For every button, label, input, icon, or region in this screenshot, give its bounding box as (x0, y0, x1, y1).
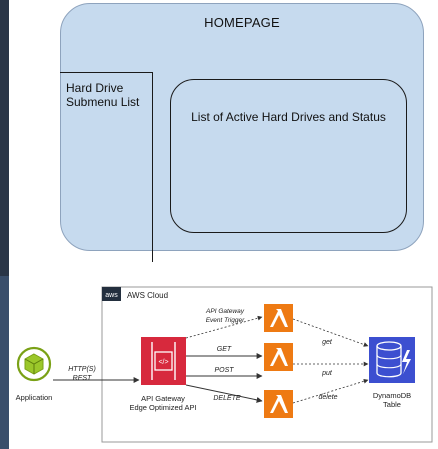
delete-edge-label: DELETE (213, 395, 241, 402)
api-gateway-icon: </> (141, 337, 186, 385)
homepage-title: HOMEPAGE (204, 15, 280, 30)
api-gateway-label-line1: API Gateway (141, 394, 185, 403)
lambda-icon (264, 343, 293, 371)
api-gateway-label-line2: Edge Optimized API (129, 403, 196, 412)
db-delete-label: delete (318, 394, 337, 401)
aws-cloud-label: AWS Cloud (127, 291, 168, 300)
dynamodb-label-line2: Table (383, 400, 401, 409)
active-drives-label: List of Active Hard Drives and Status (191, 110, 386, 124)
aws-logo-icon: aws (102, 287, 121, 301)
post-edge-label: POST (214, 367, 234, 374)
db-get-label: get (322, 339, 333, 346)
left-edge-bar-lower (0, 276, 9, 449)
application-icon (16, 346, 52, 382)
client-edge-label-line2: REST (73, 375, 92, 382)
db-get-arrow (292, 318, 369, 347)
db-delete-arrow (292, 378, 369, 404)
aws-badge-text: aws (105, 292, 118, 299)
delete-arrow (185, 384, 263, 403)
dynamodb-label-line1: DynamoDB (373, 391, 411, 400)
homepage-wireframe: HOMEPAGE (60, 3, 424, 251)
trigger-edge-label-line1: API Gateway (205, 308, 245, 315)
left-edge-bar (0, 0, 9, 276)
trigger-edge-label-line2: Event Trigger (206, 317, 245, 324)
client-edge-label-line1: HTTP(S) (68, 366, 96, 373)
submenu-label: Hard Drive Submenu List (66, 81, 140, 109)
active-drives-box: List of Active Hard Drives and Status (170, 79, 407, 233)
trigger-arrow (185, 315, 263, 339)
hard-drive-submenu-box: Hard Drive Submenu List (60, 72, 153, 262)
lambda-icon (264, 390, 293, 418)
db-put-label: put (321, 370, 333, 377)
lambda-icon (264, 304, 293, 332)
dynamodb-icon (369, 337, 415, 383)
application-label: Application (16, 393, 53, 402)
get-edge-label: GET (217, 346, 232, 353)
aws-architecture-diagram: aws AWS Cloud Application HTTP(S) REST <… (16, 286, 433, 443)
svg-text:</>: </> (158, 359, 168, 366)
